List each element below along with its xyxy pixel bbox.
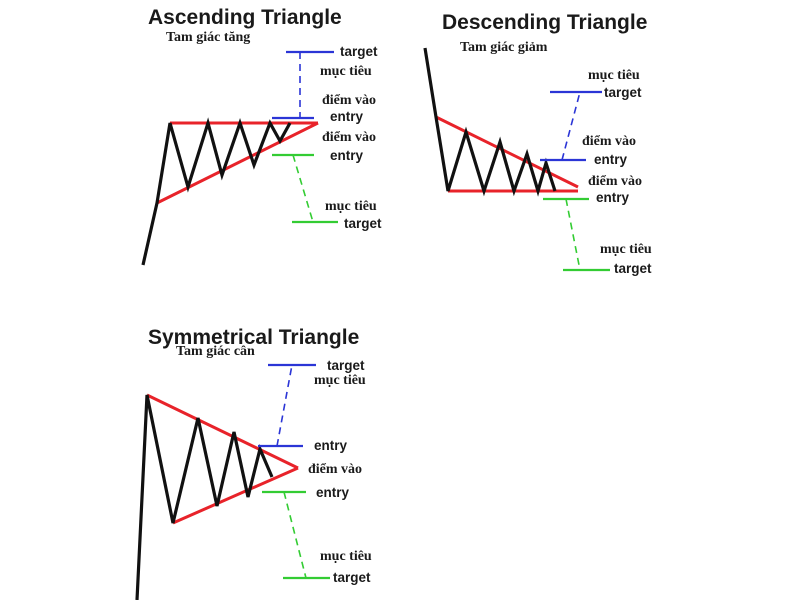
symmetrical-lower-target-label-vi: mục tiêu xyxy=(320,549,372,564)
descending-subtitle: Tam giác giảm xyxy=(460,40,548,55)
ascending-lower-move-line xyxy=(292,154,314,223)
ascending-upper-entry-label-vi: điểm vào xyxy=(322,93,377,108)
descending-upper-target-label-en: target xyxy=(604,85,642,100)
symmetrical-subtitle: Tam giác cân xyxy=(176,344,255,359)
descending-upper-target-label-vi: mục tiêu xyxy=(588,68,640,83)
descending-upper-entry-label-en: entry xyxy=(594,152,628,167)
symmetrical-lower-target-label-en: target xyxy=(333,570,371,585)
ascending-pattern xyxy=(141,50,338,266)
symmetrical-lower-entry-label-en: entry xyxy=(316,485,350,500)
ascending-upper-target-label-en: target xyxy=(340,44,378,59)
descending-price-path xyxy=(423,47,557,197)
descending-pattern xyxy=(423,47,610,272)
symmetrical-pattern xyxy=(135,363,330,600)
descending-lower-entry-label-vi: điểm vào xyxy=(588,174,643,189)
descending-lower-target-label-en: target xyxy=(614,261,652,276)
descending-upper-move-line xyxy=(561,91,581,161)
descending-lower-target-label-vi: mục tiêu xyxy=(600,242,652,257)
descending-title: Descending Triangle xyxy=(442,11,648,34)
ascending-subtitle: Tam giác tăng xyxy=(166,30,251,45)
symmetrical-upper-trendline xyxy=(146,393,299,470)
ascending-price-path xyxy=(141,117,292,266)
descending-resistance-line xyxy=(435,115,579,189)
symmetrical-upper-move-line xyxy=(276,364,293,447)
ascending-lower-target-label-vi: mục tiêu xyxy=(325,199,377,214)
symmetrical-lower-entry-label-vi: điểm vào xyxy=(308,462,363,477)
symmetrical-lower-trendline xyxy=(172,466,299,525)
ascending-lower-entry-label-en: entry xyxy=(330,148,364,163)
descending-lower-entry-label-en: entry xyxy=(596,190,630,205)
ascending-lower-entry-label-vi: điểm vào xyxy=(322,130,377,145)
descending-lower-move-line xyxy=(565,198,581,271)
symmetrical-lower-move-line xyxy=(283,491,307,579)
ascending-lower-target-label-en: target xyxy=(344,216,382,231)
symmetrical-title: Symmetrical Triangle xyxy=(148,326,360,349)
ascending-upper-target-label-vi: mục tiêu xyxy=(320,64,372,79)
ascending-upper-entry-label-en: entry xyxy=(330,109,364,124)
symmetrical-upper-target-label-en: target xyxy=(327,358,365,373)
ascending-title: Ascending Triangle xyxy=(148,6,342,29)
ascending-support-line xyxy=(156,121,319,205)
symmetrical-price-path xyxy=(135,394,274,600)
descending-upper-entry-label-vi: điểm vào xyxy=(582,134,637,149)
symmetrical-upper-target-label-vi: mục tiêu xyxy=(314,373,366,388)
symmetrical-upper-entry-label-en: entry xyxy=(314,438,348,453)
